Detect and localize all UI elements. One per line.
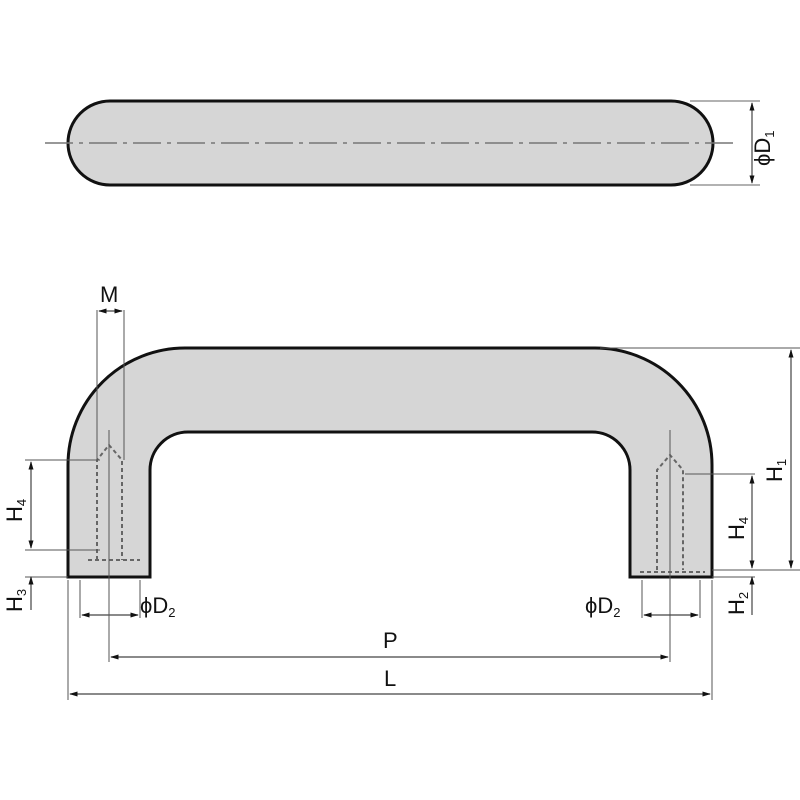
- h4-right-label: H4: [724, 517, 751, 540]
- h3-label: H3: [2, 589, 29, 612]
- h4-left-label: H4: [2, 499, 29, 522]
- m-label: M: [100, 282, 118, 307]
- handle-front-outline: [66, 346, 714, 579]
- p-label: P: [383, 628, 398, 653]
- top-view: ϕD1: [45, 99, 777, 187]
- d2-left-label: ϕD2: [140, 593, 175, 620]
- thread-holes: [88, 443, 705, 573]
- l-label: L: [384, 666, 396, 691]
- h1-label: H1: [762, 459, 789, 482]
- d1-label: ϕD1: [750, 131, 777, 166]
- d2-right-label: ϕD2: [585, 593, 620, 620]
- h2-label: H2: [724, 592, 751, 615]
- front-view: M H4 H3 ϕD2 H1 H4 H2 ϕD2: [2, 282, 800, 700]
